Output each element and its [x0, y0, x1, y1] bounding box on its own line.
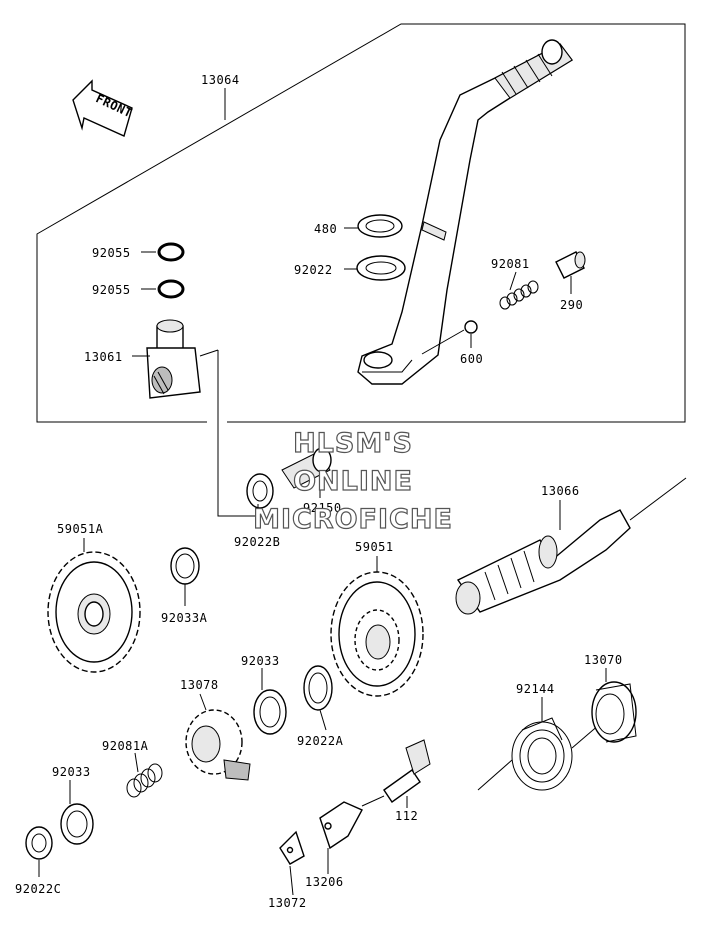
- label-112: 112: [395, 809, 418, 823]
- circlip-92033: [253, 689, 287, 735]
- circlip-92033a: [170, 547, 200, 585]
- o-ring-lower: [157, 279, 185, 299]
- label-13070: 13070: [584, 653, 623, 667]
- plate-13206: [319, 801, 363, 850]
- stopper-13072: [279, 830, 305, 865]
- kick-pedal-assembly-outline: [36, 23, 686, 423]
- label-480: 480: [314, 222, 337, 236]
- label-92022a: 92022A: [297, 734, 344, 748]
- label-92150: 92150: [303, 501, 342, 515]
- watermark-line-2: ONLINE: [293, 466, 413, 497]
- label-92033-lower: 92033: [52, 765, 91, 779]
- label-13206: 13206: [305, 875, 344, 889]
- label-600: 600: [460, 352, 483, 366]
- leader-lines: [38, 88, 607, 896]
- washer-92022a: [303, 665, 333, 711]
- label-92033: 92033: [241, 654, 280, 668]
- label-13064: 13064: [201, 73, 240, 87]
- label-92055-lower: 92055: [92, 283, 131, 297]
- label-13072: 13072: [268, 896, 307, 910]
- label-13066: 13066: [541, 484, 580, 498]
- kick-shaft-13061: [146, 319, 201, 399]
- gear-59051: [330, 571, 424, 697]
- label-92081a: 92081A: [102, 739, 149, 753]
- watermark-line-3: MICROFICHE: [253, 504, 453, 535]
- gear-59051a: [47, 551, 141, 673]
- label-13061: 13061: [84, 350, 123, 364]
- kick-pedal-lever: [357, 39, 574, 385]
- o-ring-upper: [157, 242, 185, 262]
- label-92022: 92022: [294, 263, 333, 277]
- label-92022b: 92022B: [234, 535, 280, 549]
- label-290: 290: [560, 298, 583, 312]
- label-59051: 59051: [355, 540, 394, 554]
- ball-600: [464, 320, 478, 334]
- watermark: HLSM'S ONLINE MICROFICHE: [252, 427, 453, 535]
- guide-13070: [591, 681, 637, 743]
- kick-shaft-13066: [455, 477, 687, 615]
- label-92033a: 92033A: [161, 611, 208, 625]
- label-92055-upper: 92055: [92, 246, 131, 260]
- ratchet-13078: [185, 709, 251, 781]
- label-92081: 92081: [491, 257, 530, 271]
- label-13078: 13078: [180, 678, 219, 692]
- label-92022c: 92022C: [15, 882, 61, 896]
- collar-92150: [281, 447, 332, 489]
- label-59051a: 59051A: [57, 522, 104, 536]
- circlip-92033-lower: [60, 803, 94, 845]
- bolt-112: [361, 739, 431, 807]
- spring-92081a: [126, 763, 163, 798]
- watermark-line-1: HLSM'S: [293, 428, 413, 459]
- front-arrow-icon: FRONT: [72, 79, 134, 137]
- label-92144: 92144: [516, 682, 555, 696]
- spring-92081: [499, 280, 539, 310]
- washer-480: [357, 214, 403, 238]
- torsion-spring-92144: [477, 717, 601, 791]
- washer-92022c: [25, 826, 53, 860]
- pin-290: [555, 251, 586, 279]
- washer-92022: [356, 255, 406, 281]
- washer-92022b: [246, 473, 274, 509]
